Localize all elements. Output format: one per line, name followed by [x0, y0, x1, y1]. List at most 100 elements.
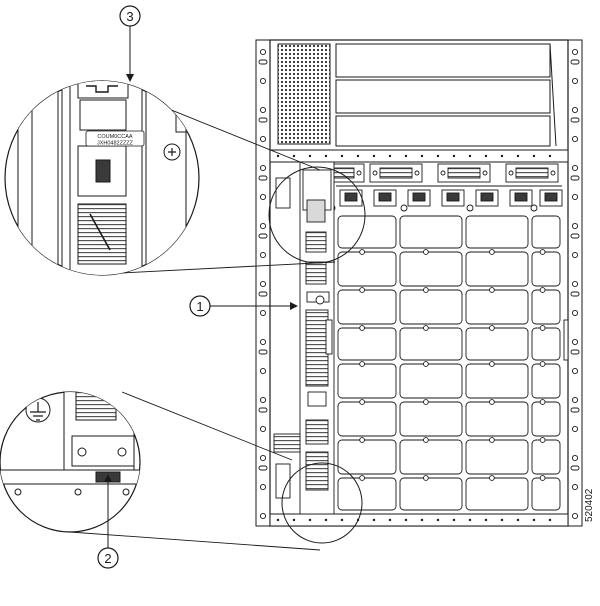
rail-hole: [259, 222, 267, 230]
rail-slot: [570, 291, 580, 297]
line-card-panel: [399, 289, 463, 325]
line-card-panel: [337, 477, 397, 511]
figure-id: 520402: [584, 488, 595, 522]
line-card-panel: [465, 477, 529, 511]
frame-dot: [308, 154, 312, 158]
rail-hole: [259, 309, 267, 317]
detail-bottom-vent: [75, 392, 117, 421]
line-card-screw: [539, 325, 546, 331]
callout-2-label: 2: [104, 551, 111, 566]
line-card-screw: [539, 475, 546, 481]
line-card-panel: [399, 327, 463, 361]
detail-right-panel: [145, 81, 187, 273]
rail-slot: [258, 465, 268, 471]
rail-hole: [259, 454, 267, 462]
rail-hole: [259, 425, 267, 433]
psu-screw: [400, 204, 408, 212]
rail-hole: [571, 396, 579, 404]
line-card-panel: [337, 215, 397, 249]
line-card-screw: [489, 437, 495, 443]
frame-dot: [324, 518, 328, 522]
rail-slot: [570, 59, 580, 65]
rail-hole: [259, 396, 267, 404]
line-card-screw: [423, 437, 429, 443]
psu-connector: [378, 192, 392, 202]
rail-hole: [571, 77, 579, 85]
fan-module-screw: [482, 170, 488, 176]
frame-dot: [420, 518, 424, 522]
rail-slot: [570, 175, 580, 181]
rail-slot: [570, 233, 580, 239]
line-card-screw: [359, 361, 365, 367]
detail-port: [95, 159, 111, 183]
psu-connector: [446, 192, 460, 202]
rail-hole: [571, 367, 579, 375]
rail-holes: [258, 48, 580, 520]
controller-led-block: [307, 391, 327, 407]
controller-port: [306, 199, 326, 223]
line-card-screw: [359, 437, 365, 443]
line-card-screw: [423, 399, 429, 405]
line-card-panel: [531, 439, 561, 475]
line-card-panel: [337, 327, 397, 361]
frame-dot: [452, 154, 456, 158]
detail-latch-top: [77, 81, 129, 99]
frame-dot: [548, 154, 552, 158]
frame-dot: [388, 518, 392, 522]
tray-top-2: [335, 79, 551, 114]
psu-connector: [412, 192, 426, 202]
line-card-screw: [359, 399, 365, 405]
line-card-screw: [489, 287, 495, 293]
psu-connector: [514, 192, 528, 202]
frame-dot: [468, 154, 472, 158]
line-card-screw: [489, 399, 495, 405]
rail-hole: [259, 106, 267, 114]
frame-dot: [340, 154, 344, 158]
line-card-screw: [423, 475, 429, 481]
frame-dot: [276, 154, 280, 158]
frame-dot: [548, 518, 552, 522]
serial-label: COUM0CCAA JXH0482ZZZZ: [85, 130, 145, 147]
frame-screws: [276, 154, 552, 522]
controller-vent-3: [305, 419, 329, 445]
line-card-screw: [489, 361, 495, 367]
psu-screw: [466, 204, 474, 212]
frame-dot: [356, 154, 360, 158]
controller-slot: [299, 161, 335, 515]
line-card-panel: [531, 215, 561, 249]
line-card-screw: [359, 325, 365, 331]
frame-dot: [292, 154, 296, 158]
zoom-target-lower: [281, 462, 363, 544]
detail-view-top: COUM0CCAA JXH0482ZZZZ: [4, 80, 200, 276]
line-card-panel: [337, 289, 397, 325]
detail-view-bottom: [0, 391, 141, 533]
tray-top-3: [335, 115, 551, 147]
rail-slot: [570, 465, 580, 471]
fan-module-grille: [515, 167, 549, 179]
controller-lower-panel: [305, 451, 329, 491]
rail-hole: [259, 338, 267, 346]
line-card-panel: [531, 251, 561, 287]
line-card-screw: [539, 437, 546, 443]
rail-slot: [258, 117, 268, 123]
rail-slot: [258, 175, 268, 181]
top-frame-bar: [269, 149, 569, 163]
line-card-panel: [399, 215, 463, 249]
rail-slot: [258, 233, 268, 239]
frame-dot: [452, 518, 456, 522]
line-card-screw: [423, 361, 429, 367]
rail-hole: [259, 135, 267, 143]
controller-screw: [315, 295, 325, 305]
detail-connector: [79, 99, 127, 131]
line-card-panel: [337, 401, 397, 437]
fan-module-screw: [372, 170, 378, 176]
rail-hole: [259, 77, 267, 85]
controller-vent-1: [305, 231, 327, 253]
line-card-screw: [539, 249, 546, 255]
frame-dot: [532, 518, 536, 522]
line-card-panel: [465, 251, 529, 287]
frame-dot: [340, 518, 344, 522]
line-card-panel: [531, 401, 561, 437]
line-card-screw: [359, 475, 365, 481]
